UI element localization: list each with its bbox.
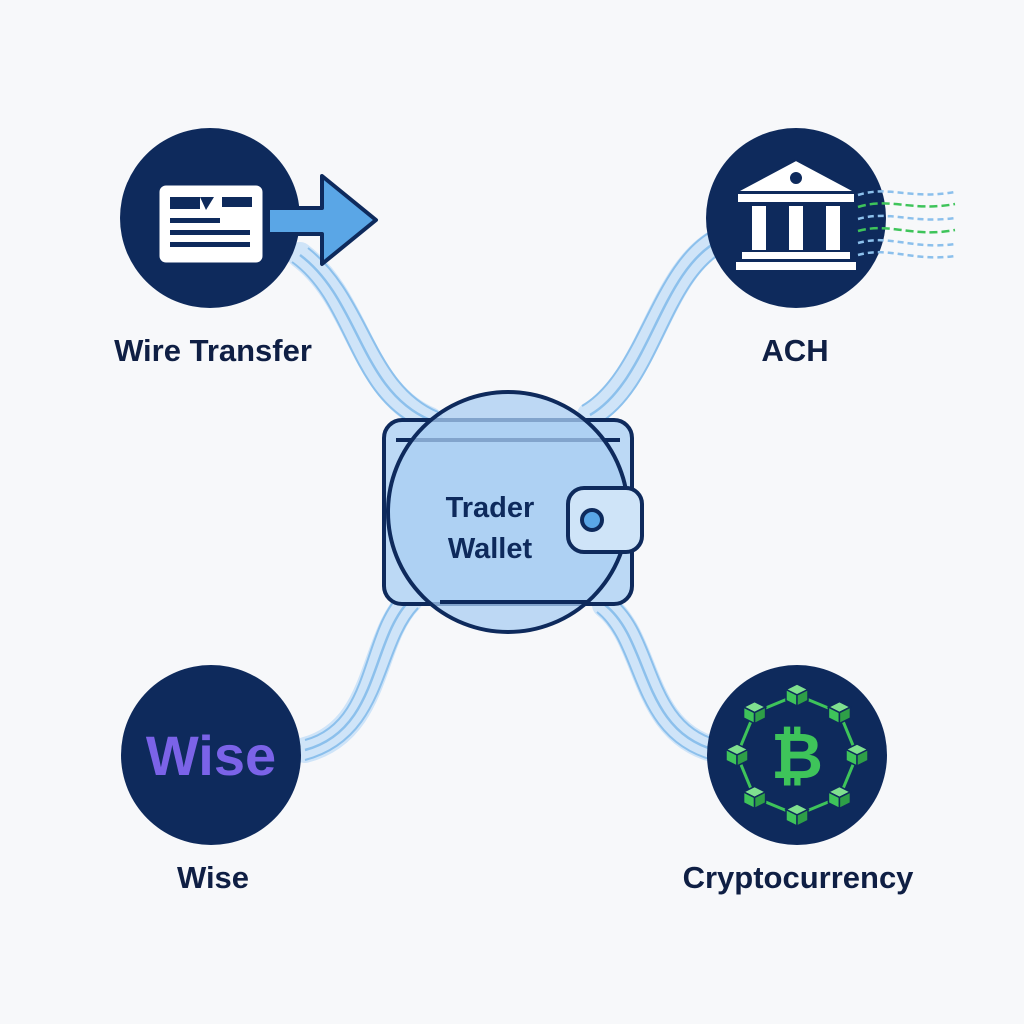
block-cube-icon [741, 700, 768, 725]
cryptocurrency-label: Cryptocurrency [682, 860, 914, 895]
blockchain-ring-icon [724, 683, 870, 828]
block-cube-icon [844, 743, 870, 768]
ach-node [706, 128, 956, 308]
data-stream-icon [857, 190, 956, 259]
wise-node: Wise [121, 665, 301, 845]
connector-ach [577, 227, 733, 428]
arrow-right-icon [266, 174, 378, 266]
wise-label: Wise [176, 860, 250, 895]
connector-wise [292, 587, 423, 763]
bank-building-icon [735, 158, 857, 270]
wire-transfer-label: Wire Transfer [114, 333, 312, 368]
bitcoin-icon: ₿ [771, 720, 823, 792]
block-cube-icon [784, 803, 810, 828]
hub-label-line1: Trader [446, 492, 535, 524]
connector-crypto [592, 592, 728, 763]
connector-wire [287, 242, 443, 433]
wire-transfer-node [120, 128, 378, 308]
wire-document-icon [156, 182, 266, 266]
cryptocurrency-node: ₿ [707, 665, 887, 845]
block-cube-icon [724, 743, 750, 768]
hub-label-line2: Wallet [448, 533, 533, 565]
block-cube-icon [741, 785, 768, 810]
wise-logo: Wise [146, 724, 276, 787]
wallet-clasp-icon [566, 486, 644, 554]
block-cube-icon [826, 785, 853, 810]
block-cube-icon [826, 700, 853, 725]
ach-label: ACH [761, 333, 829, 368]
block-cube-icon [784, 683, 810, 708]
trader-wallet-hub: Trader Wallet [382, 390, 644, 634]
